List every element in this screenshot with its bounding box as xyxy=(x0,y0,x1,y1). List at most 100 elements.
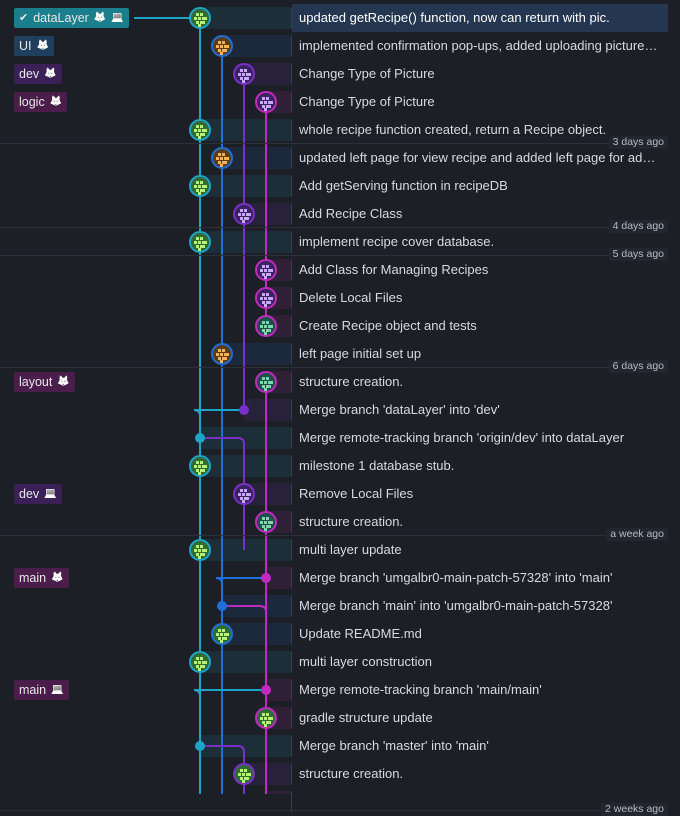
branch-name: main xyxy=(19,683,47,697)
avatar-pixel xyxy=(204,241,207,244)
branch-label[interactable]: layout🦊 xyxy=(14,372,75,392)
commit-row[interactable]: Change Type of Picture logic🦊 xyxy=(0,88,680,116)
branch-name: main xyxy=(19,571,47,585)
commit-row[interactable]: structure creation. xyxy=(0,760,680,788)
avatar-pixel xyxy=(224,49,227,52)
avatar-pixel xyxy=(224,357,227,360)
commit-row[interactable]: gradle structure update xyxy=(0,704,680,732)
avatar-pixel xyxy=(242,500,245,503)
avatar-pixel xyxy=(196,469,199,472)
commit-row[interactable]: Merge remote-tracking branch 'main/main'… xyxy=(0,676,680,704)
merge-dot xyxy=(261,685,271,695)
commit-avatar xyxy=(255,707,277,729)
branch-label[interactable]: UI🦊 xyxy=(14,36,54,56)
avatar-pixel xyxy=(242,780,245,783)
avatar-pixel xyxy=(262,301,265,304)
commit-row[interactable]: Merge branch 'dataLayer' into 'dev' xyxy=(0,396,680,424)
column-divider xyxy=(291,92,292,112)
avatar-pixel xyxy=(194,549,197,552)
avatar-pixel xyxy=(198,549,201,552)
commit-message: Merge branch 'dataLayer' into 'dev' xyxy=(299,402,500,417)
commit-message: structure creation. xyxy=(299,374,404,389)
avatar-pixel xyxy=(240,77,243,80)
commit-row[interactable]: Create Recipe object and tests xyxy=(0,312,680,340)
merge-dot xyxy=(261,573,271,583)
avatar-pixel xyxy=(262,721,265,724)
commit-row[interactable]: Merge remote-tracking branch 'origin/dev… xyxy=(0,424,680,452)
commit-row[interactable] xyxy=(0,788,680,816)
avatar-pixel xyxy=(246,773,249,776)
branch-label[interactable]: dev🦊 xyxy=(14,64,62,84)
commit-row[interactable]: updated left page for view recipe and ad… xyxy=(0,144,680,172)
commit-row[interactable]: Add getServing function in recipeDB xyxy=(0,172,680,200)
avatar-pixel xyxy=(218,49,221,52)
avatar-pixel xyxy=(246,77,249,80)
laptop-icon: 💻 xyxy=(44,488,57,499)
commit-row[interactable]: structure creation. layout🦊 xyxy=(0,368,680,396)
avatar-pixel xyxy=(264,521,267,524)
avatar-pixel xyxy=(224,633,227,636)
avatar-pixel xyxy=(224,161,227,164)
commit-avatar xyxy=(211,147,233,169)
avatar-pixel xyxy=(246,497,249,500)
avatar-pixel xyxy=(266,321,269,324)
avatar-pixel xyxy=(200,545,203,548)
commit-row[interactable]: Merge branch 'umgalbr0-main-patch-57328'… xyxy=(0,564,680,592)
lane-band xyxy=(244,483,292,505)
commit-row[interactable]: implement recipe cover database. xyxy=(0,228,680,256)
commit-graph xyxy=(134,7,292,794)
column-divider xyxy=(291,540,292,560)
commit-row[interactable]: multi layer update xyxy=(0,536,680,564)
avatar-pixel xyxy=(266,265,269,268)
gitlab-icon: 🦊 xyxy=(49,96,63,107)
commit-row[interactable]: updated getRecipe() function, now can re… xyxy=(0,4,680,32)
avatar-pixel xyxy=(268,301,271,304)
commit-avatar xyxy=(233,203,255,225)
avatar-pixel xyxy=(194,129,197,132)
avatar-pixel xyxy=(240,769,243,772)
commit-avatar xyxy=(211,623,233,645)
branch-label[interactable]: logic🦊 xyxy=(14,92,68,112)
commit-row[interactable]: milestone 1 database stub. xyxy=(0,452,680,480)
avatar-pixel xyxy=(198,185,201,188)
commit-row[interactable]: multi layer construction xyxy=(0,648,680,676)
commit-row[interactable]: implemented confirmation pop-ups, added … xyxy=(0,32,680,60)
avatar-pixel xyxy=(244,77,247,80)
branch-label[interactable]: main💻 xyxy=(14,680,69,700)
row-highlight xyxy=(292,4,668,32)
avatar-pixel xyxy=(202,185,205,188)
column-divider xyxy=(291,8,292,28)
commit-message: Change Type of Picture xyxy=(299,94,435,109)
avatar-pixel xyxy=(246,217,249,220)
branch-label[interactable]: ✔dataLayer🦊💻 xyxy=(14,8,129,28)
commit-row[interactable]: structure creation. xyxy=(0,508,680,536)
merge-dot xyxy=(195,433,205,443)
avatar-pixel xyxy=(194,241,197,244)
commit-row[interactable]: Merge branch 'main' into 'umgalbr0-main-… xyxy=(0,592,680,620)
avatar-pixel xyxy=(200,21,203,24)
commit-row[interactable]: Update README.md xyxy=(0,620,680,648)
commit-message: left page initial set up xyxy=(299,346,422,361)
avatar-pixel xyxy=(204,549,207,552)
branch-label[interactable]: main🦊 xyxy=(14,568,69,588)
avatar-pixel xyxy=(264,269,267,272)
avatar-pixel xyxy=(266,385,269,388)
column-divider xyxy=(291,400,292,420)
avatar-pixel xyxy=(198,465,201,468)
merge-curve xyxy=(215,577,266,606)
date-header: 5 days ago xyxy=(608,248,668,261)
commit-row[interactable]: Add Recipe Class xyxy=(0,200,680,228)
avatar-pixel xyxy=(194,185,197,188)
avatar-pixel xyxy=(268,273,271,276)
commit-row[interactable]: Delete Local Files xyxy=(0,284,680,312)
commit-row[interactable]: Merge branch 'master' into 'main' xyxy=(0,732,680,760)
avatar-pixel xyxy=(240,209,243,212)
commit-row[interactable]: Add Class for Managing Recipes xyxy=(0,256,680,284)
avatar-pixel xyxy=(198,248,201,251)
commit-row[interactable]: left page initial set up xyxy=(0,340,680,368)
merge-dot xyxy=(195,741,205,751)
branch-label[interactable]: dev💻 xyxy=(14,484,62,504)
commit-row[interactable]: whole recipe function created, return a … xyxy=(0,116,680,144)
